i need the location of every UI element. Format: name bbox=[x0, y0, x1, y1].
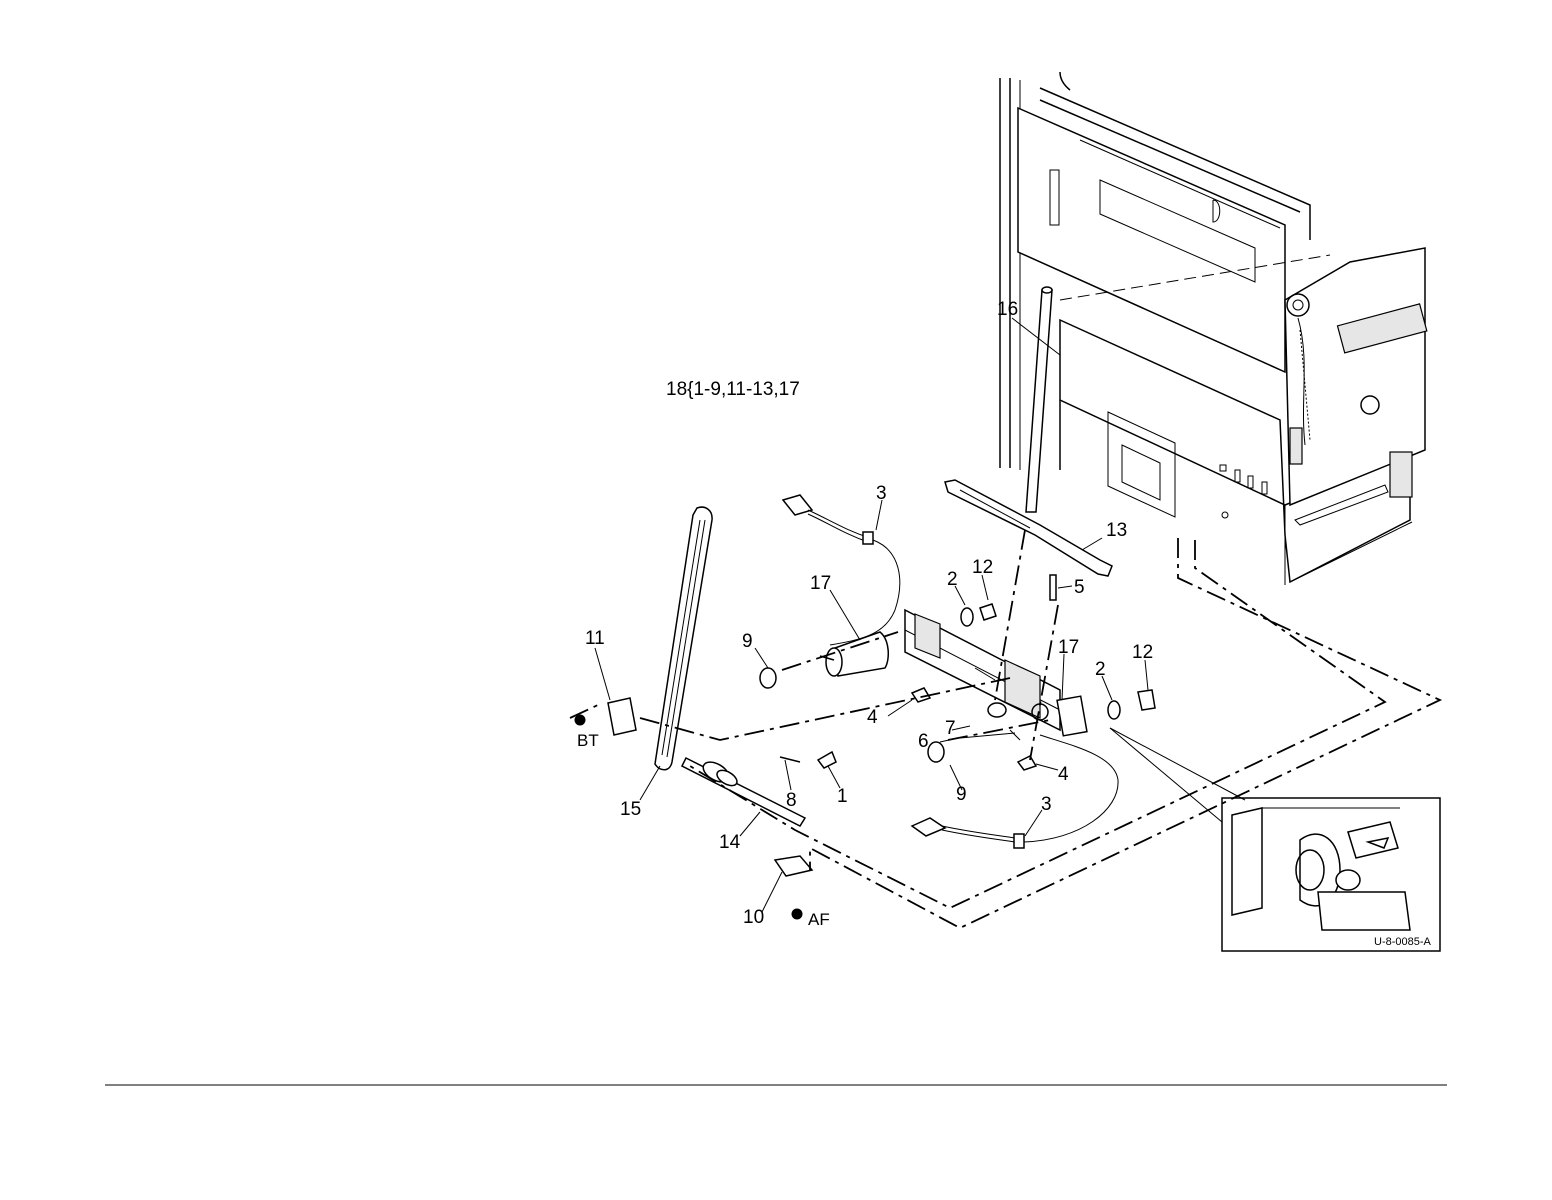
callout-5: 5 bbox=[1074, 577, 1085, 598]
washer-part-2-left bbox=[961, 608, 973, 626]
machine-frame bbox=[1000, 72, 1427, 585]
callout-15: 15 bbox=[620, 799, 641, 820]
cable-part-3-upper bbox=[783, 495, 900, 645]
pin-part-5 bbox=[1050, 575, 1056, 600]
callout-14: 14 bbox=[719, 832, 741, 853]
spring-part-8 bbox=[780, 757, 800, 762]
callout-9-left: 9 bbox=[742, 631, 753, 652]
screw-part-9-left bbox=[760, 668, 776, 688]
lever-part-1 bbox=[818, 752, 836, 768]
figure-id: U-8-0085-A bbox=[1374, 936, 1432, 948]
ref-af: AF bbox=[808, 910, 830, 929]
rod-part-16 bbox=[1026, 287, 1052, 512]
callout-1: 1 bbox=[837, 786, 848, 807]
bracket-part-11 bbox=[608, 698, 636, 735]
washer-part-2-right bbox=[1108, 701, 1120, 719]
callout-17-left: 17 bbox=[810, 573, 831, 594]
main-assembly bbox=[905, 610, 1087, 740]
callout-6: 6 bbox=[918, 731, 929, 752]
callout-17-right: 17 bbox=[1058, 637, 1079, 658]
callout-4-left: 4 bbox=[867, 707, 878, 728]
detail-inset bbox=[1222, 798, 1440, 951]
callout-2-right: 2 bbox=[1095, 659, 1106, 680]
pin-part-6 bbox=[960, 733, 1015, 738]
callout-13: 13 bbox=[1106, 520, 1127, 541]
callout-7: 7 bbox=[945, 718, 956, 739]
callout-3-lower: 3 bbox=[1041, 794, 1052, 815]
screw-part-9-right bbox=[928, 742, 944, 762]
nut-part-12-right bbox=[1138, 690, 1155, 710]
callout-4-right: 4 bbox=[1058, 764, 1069, 785]
reference-dot-af bbox=[792, 909, 803, 920]
bracket-part-10 bbox=[775, 856, 812, 876]
nut-part-12-left bbox=[980, 604, 996, 620]
callout-8: 8 bbox=[786, 790, 797, 811]
callout-10: 10 bbox=[743, 907, 764, 928]
callout-2-left: 2 bbox=[947, 569, 958, 590]
clip-part-4-right bbox=[1018, 756, 1036, 770]
callout-3-upper: 3 bbox=[876, 483, 887, 504]
kit-label: 18{1-9,11-13,17 bbox=[666, 379, 800, 400]
callout-12-left: 12 bbox=[972, 557, 993, 578]
ref-bt: BT bbox=[577, 731, 599, 750]
callout-16: 16 bbox=[997, 299, 1018, 320]
callout-11: 11 bbox=[585, 628, 605, 649]
callout-9-right: 9 bbox=[956, 784, 967, 805]
callout-12-right: 12 bbox=[1132, 642, 1153, 663]
reference-dot-bt bbox=[575, 715, 586, 726]
